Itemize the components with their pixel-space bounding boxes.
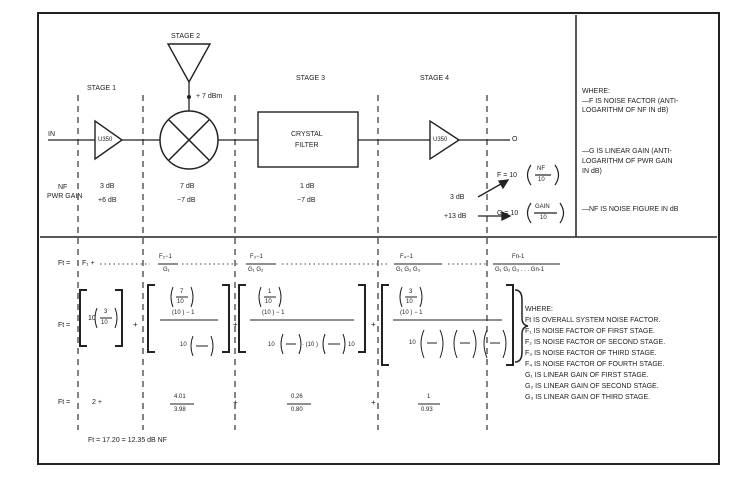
stage-2-label: STAGE 2 bbox=[171, 33, 201, 40]
crystal-filter-box bbox=[257, 111, 359, 168]
result-term3-den: 0.80 bbox=[291, 407, 303, 413]
stage-2-gain: −7 dB bbox=[177, 197, 196, 204]
nf-row-label: NF bbox=[58, 184, 68, 191]
result-term1: 2 + bbox=[92, 399, 102, 406]
formula-g-num: GAIN bbox=[535, 204, 550, 210]
amplifier-1-label: U350 bbox=[98, 137, 113, 143]
stage-3-nf: 1 dB bbox=[300, 183, 315, 190]
eq-term3-num: F₃−1 bbox=[250, 254, 263, 260]
outer-frame bbox=[37, 12, 720, 465]
eq-term3-den: G₁ G₂ bbox=[248, 267, 264, 273]
result-lhs: Ft = bbox=[58, 399, 71, 406]
result-term2-num: 4.01 bbox=[174, 394, 186, 400]
formula-f-num: NF bbox=[537, 166, 545, 172]
final-result: Ft = 17.20 = 12.35 dB NF bbox=[88, 437, 167, 444]
formula-g-lhs: G = 10 bbox=[497, 210, 519, 217]
stage-4-label: STAGE 4 bbox=[420, 75, 450, 82]
lo-power-label: + 7 dBm bbox=[196, 93, 223, 100]
eq-term2-num: F₂−1 bbox=[159, 254, 172, 260]
stage-4-nf: 3 dB bbox=[450, 194, 465, 201]
substitution-brackets bbox=[79, 284, 514, 366]
formula-arrows bbox=[477, 179, 512, 222]
eq-term1: F₁ + bbox=[82, 260, 95, 267]
local-oscillator-triangle bbox=[166, 43, 212, 84]
eq-term2-den: G₁ bbox=[163, 267, 170, 273]
stage-4-gain: +13 dB bbox=[444, 213, 467, 220]
eq-term4-num: F₄−1 bbox=[400, 254, 413, 260]
stage-1-label: STAGE 1 bbox=[87, 85, 117, 92]
stage-3-gain: −7 dB bbox=[297, 197, 316, 204]
filter-label-line1: CRYSTAL bbox=[291, 131, 323, 138]
eq-term4-den: G₁ G₂ G₃ bbox=[396, 267, 421, 273]
gain-row-label: PWR GAIN bbox=[47, 193, 83, 200]
stage-1-gain: +6 dB bbox=[98, 197, 117, 204]
result-term4-den: 0.93 bbox=[421, 407, 433, 413]
stage-3-label: STAGE 3 bbox=[296, 75, 326, 82]
amplifier-2-triangle bbox=[429, 119, 461, 161]
amplifier-2-label: U350 bbox=[433, 137, 448, 143]
result-term4-num: 1 bbox=[427, 394, 431, 400]
formula-f-lhs: F = 10 bbox=[497, 172, 518, 179]
amplifier-1-triangle bbox=[94, 119, 124, 161]
stage-2-nf: 7 dB bbox=[180, 183, 195, 190]
result-term3-num: 0.26 bbox=[291, 394, 303, 400]
filter-label-line2: FILTER bbox=[295, 142, 319, 149]
output-label: O bbox=[512, 136, 518, 143]
result-term2-den: 3.98 bbox=[174, 407, 186, 413]
eq-termn-num: Fn-1 bbox=[512, 254, 525, 260]
stage-1-nf: 3 dB bbox=[100, 183, 115, 190]
formula-g-den: 10 bbox=[540, 215, 547, 221]
input-label: IN bbox=[48, 131, 55, 138]
eq-termn-den: G₁ G₂ G₃ . . . Gn-1 bbox=[495, 267, 545, 273]
formula-f-den: 10 bbox=[538, 177, 545, 183]
curly-brace bbox=[514, 289, 529, 363]
stage-separators bbox=[77, 95, 488, 430]
eq-lhs: Ft = bbox=[58, 260, 71, 267]
subst-lhs: Ft = bbox=[58, 322, 71, 329]
